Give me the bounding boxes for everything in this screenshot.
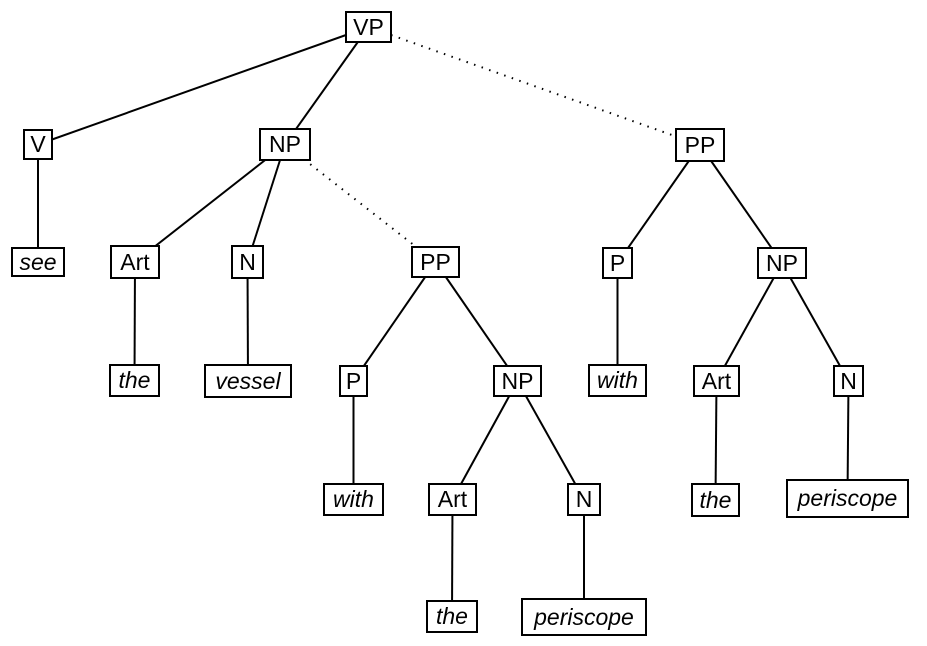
edge-art-np-the-np: [451, 499, 454, 617]
edge-np-object-n-object: [246, 144, 286, 263]
tree-node-the-object: the: [109, 364, 160, 397]
tree-node-n-object: N: [231, 245, 264, 279]
tree-node-periscope-vp: periscope: [786, 479, 909, 518]
edge-vp-v: [37, 26, 369, 146]
edge-n-object-vessel: [246, 261, 249, 382]
tree-node-art-object: Art: [110, 245, 160, 279]
tree-node-vp: VP: [345, 11, 392, 43]
tree-node-art-np: Art: [428, 483, 477, 516]
tree-node-n-vp: N: [833, 365, 864, 397]
tree-node-np-vp: NP: [757, 247, 807, 279]
edge-pp-vp-np-vp: [699, 144, 783, 264]
edge-np-np-n-np: [516, 380, 585, 500]
edge-art-vp-the-vp: [714, 380, 718, 501]
tree-node-art-vp: Art: [693, 365, 740, 397]
edge-art-object-the-object: [133, 261, 136, 381]
edge-np-object-art-object: [134, 143, 286, 263]
tree-node-vessel: vessel: [204, 364, 292, 398]
edge-np-object-pp-np-dotted: [284, 143, 437, 263]
tree-node-np-object: NP: [259, 128, 311, 161]
edge-pp-np-p-np: [352, 261, 437, 382]
tree-node-p-vp: P: [602, 247, 633, 279]
tree-node-p-np: P: [339, 365, 368, 397]
tree-node-pp-vp: PP: [675, 128, 725, 162]
tree-node-with-np: with: [323, 483, 384, 516]
edge-np-vp-art-vp: [715, 262, 783, 382]
edge-np-vp-n-vp: [781, 262, 850, 382]
tree-node-with-vp: with: [588, 364, 647, 397]
edge-vp-pp-vp-dotted: [368, 26, 701, 146]
tree-node-see: see: [11, 247, 65, 277]
tree-node-n-np: N: [567, 483, 601, 516]
edge-n-vp-periscope-vp: [846, 380, 850, 499]
edge-pp-np-np-np: [434, 261, 519, 382]
tree-node-periscope-np: periscope: [521, 598, 647, 636]
tree-node-the-np: the: [426, 600, 478, 633]
edge-vp-np-object: [284, 26, 370, 146]
edge-pp-vp-p-vp: [616, 144, 701, 264]
tree-node-the-vp: the: [691, 483, 740, 517]
tree-node-pp-np: PP: [411, 246, 460, 278]
edge-np-np-art-np: [451, 380, 519, 500]
tree-node-v: V: [23, 129, 53, 160]
tree-node-np-np: NP: [493, 365, 542, 397]
